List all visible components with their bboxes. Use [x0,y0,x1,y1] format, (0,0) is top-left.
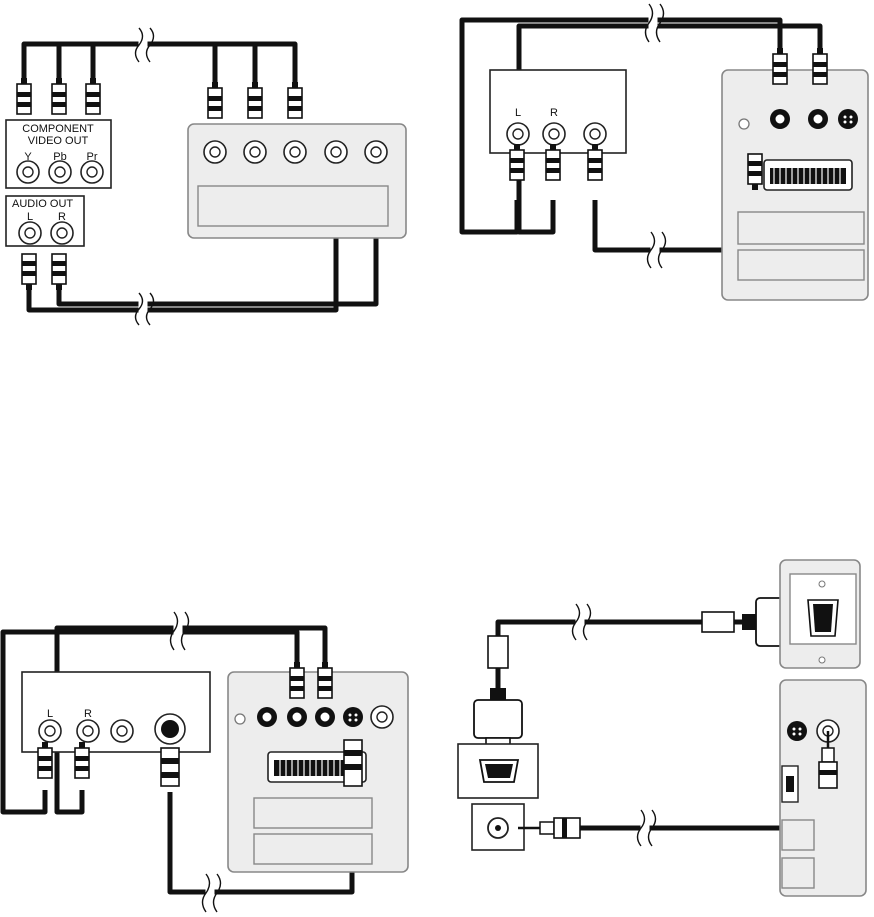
input-jack [257,707,277,727]
rca-plug [75,742,89,778]
input-jack [371,706,393,728]
mini-plug [518,818,580,838]
rca-plug [813,48,827,84]
diagram-audio-scart-connection: L R [462,4,868,300]
input-jack [325,141,347,163]
input-jack [284,141,306,163]
input-jack [204,141,226,163]
audio-out-jack [488,818,508,838]
audio-jack-l [507,123,529,145]
cable-break-marker [136,293,154,325]
rca-plug [546,144,560,180]
jack-label-r: R [58,211,66,223]
component-cable-pb [59,44,255,82]
audio-jack-r [543,123,565,145]
component-cable-y [24,44,215,82]
audio-cable-r [59,230,376,304]
vga-input-port [808,600,838,636]
device-slot [782,820,814,850]
rca-plug [52,254,66,290]
s-video-plug [161,748,179,786]
component-jack-y [17,161,39,183]
rca-plug [588,144,602,180]
jack-label-r: R [550,107,558,119]
cable-break-marker [648,232,666,268]
audio-out-title: AUDIO OUT [12,198,73,210]
cable-break-marker [136,28,154,62]
rca-plug [318,662,332,698]
s-video-jack [787,721,807,741]
rca-plug [748,154,762,190]
s-video-jack [155,714,185,744]
audio-jack-r [51,222,73,244]
cable-break-marker [638,810,656,846]
device-slot [254,834,372,864]
ferrite-core [702,612,734,632]
s-video-jack [343,707,363,727]
rca-plug [38,742,52,778]
device-slot [782,858,814,888]
device-slot [254,798,372,828]
input-jack [770,109,790,129]
s-video-jack [838,109,858,129]
audio-jack-l [39,720,61,742]
cable-break-marker [203,874,221,912]
rca-plug [773,48,787,84]
input-jack [287,707,307,727]
audio-jack-r [77,720,99,742]
input-jack [244,141,266,163]
audio-jack-l [19,222,41,244]
rca-plug [208,82,222,118]
component-jack-pb [49,161,71,183]
screw [739,119,749,129]
input-jack [365,141,387,163]
device-slot [738,212,864,244]
jack-label-r: R [84,708,92,720]
jack-label-l: L [47,708,53,720]
rca-plug [86,78,100,114]
rca-plug [248,82,262,118]
component-cable-pr [93,44,295,82]
s-video-plug [344,740,362,786]
video-jack [111,720,133,742]
rca-plug [290,662,304,698]
component-jack-pr [81,161,103,183]
jack-label-l: L [27,211,33,223]
video-jack [584,123,606,145]
cable-break-marker [573,604,591,640]
ferrite-core [488,636,508,668]
jack-label-l: L [515,107,521,119]
cable-break-marker [646,4,664,42]
screw [235,714,245,724]
rca-plug [288,82,302,118]
rca-plug [17,78,31,114]
diagram-pc-vga-connection [458,560,866,896]
diagram-svideo-connection: L R [3,612,408,912]
device-slot [738,250,864,280]
input-jack [808,109,828,129]
scart-connector [764,160,852,190]
cable-break-marker [171,612,189,650]
rca-plug [510,144,524,180]
display-panel-slot [198,186,388,226]
input-jack [315,707,335,727]
rca-plug [22,254,36,290]
rca-plug [52,78,66,114]
vga-port [480,760,518,782]
